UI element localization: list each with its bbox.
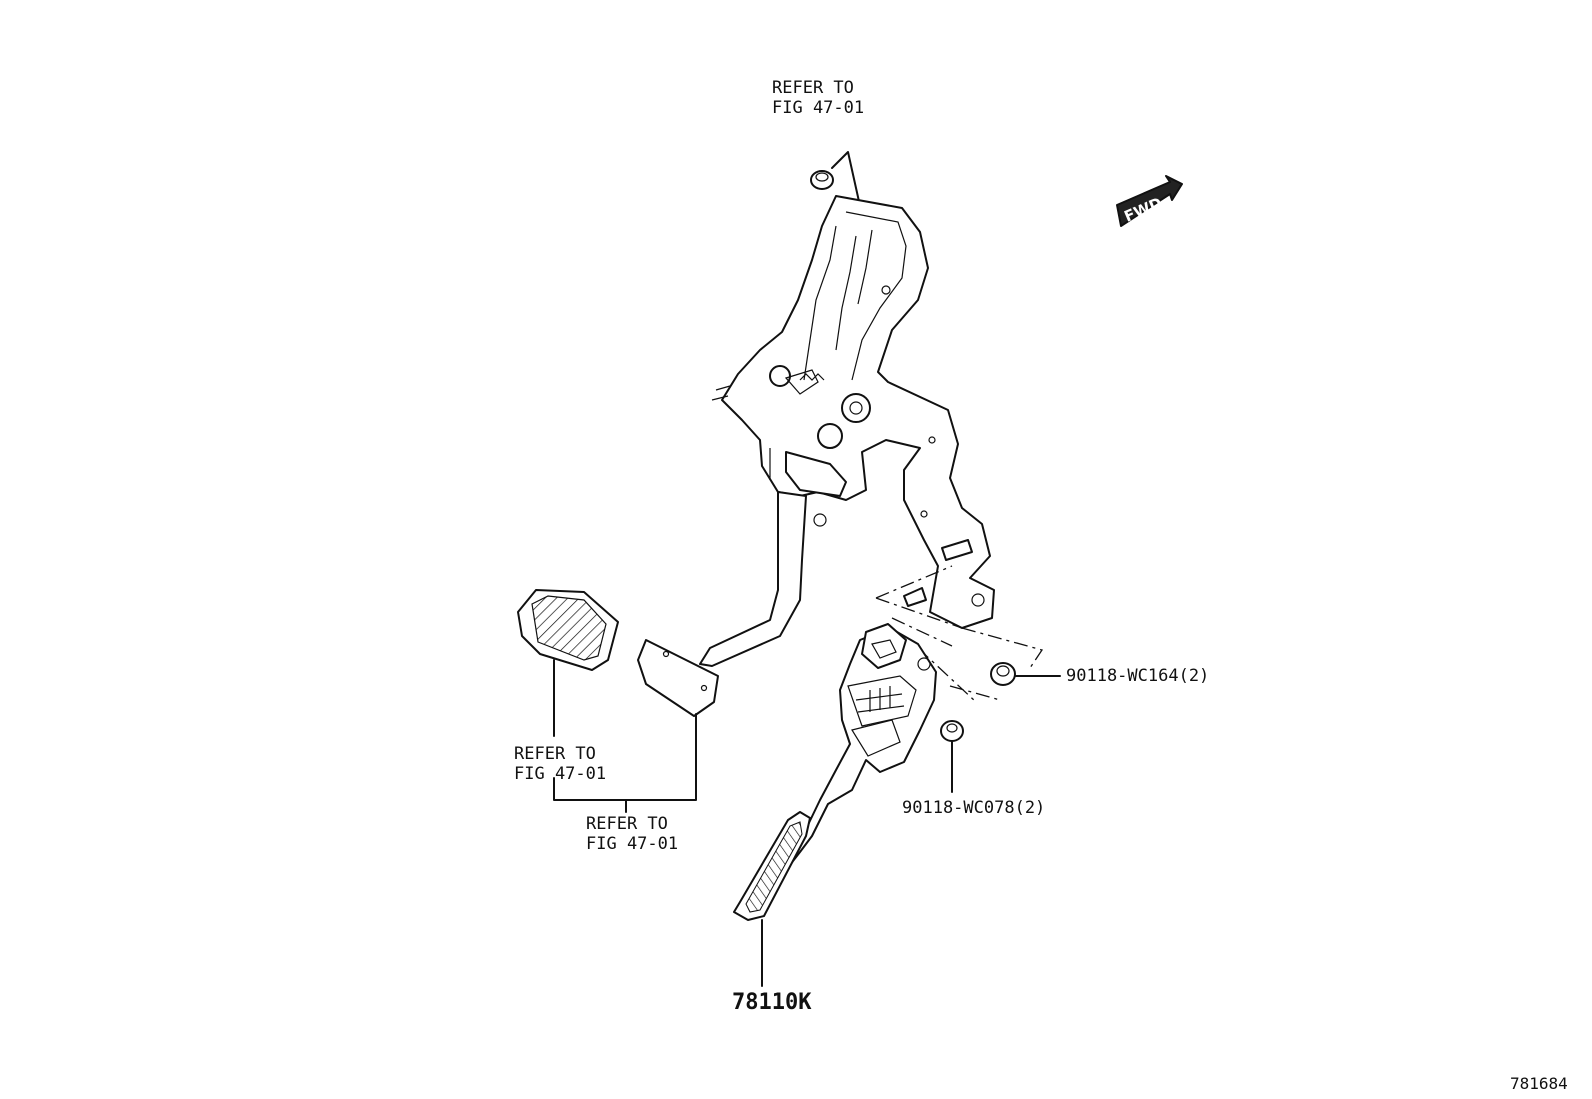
nut-lower: [940, 720, 964, 742]
brake-pedal-pad: [637, 639, 719, 717]
nut-upper-part-number: 90118-WC164(2): [1066, 666, 1210, 686]
fwd-arrow-icon: FWD: [1116, 175, 1183, 227]
top-nut: [810, 170, 834, 190]
attach-line-lower: [891, 617, 1001, 703]
attach-line-upper: [875, 565, 1044, 669]
brake-pedal-arm: [699, 491, 807, 667]
left-refer-label-line1: REFER TO: [514, 744, 596, 764]
bottom-refer-label-line1: REFER TO: [586, 814, 668, 834]
bottom-refer-label-line2: FIG 47-01: [586, 834, 679, 854]
figure-number: 781684: [1510, 1074, 1568, 1093]
pedal-pad-cover: [517, 589, 619, 671]
pedal-part-number: 78110K: [732, 990, 812, 1015]
accelerator-pedal-pad: [733, 811, 811, 921]
brake-pedal-bracket: [711, 195, 995, 629]
accelerator-pedal-assembly: [757, 623, 937, 895]
nut-upper: [990, 662, 1016, 686]
bracket-studs: [903, 539, 973, 607]
left-refer-label-line2: FIG 47-01: [514, 764, 607, 784]
nut-lower-part-number: 90118-WC078(2): [902, 798, 1046, 818]
top-refer-label-line2: FIG 47-01: [772, 98, 865, 118]
top-refer-label-line1: REFER TO: [772, 78, 854, 98]
